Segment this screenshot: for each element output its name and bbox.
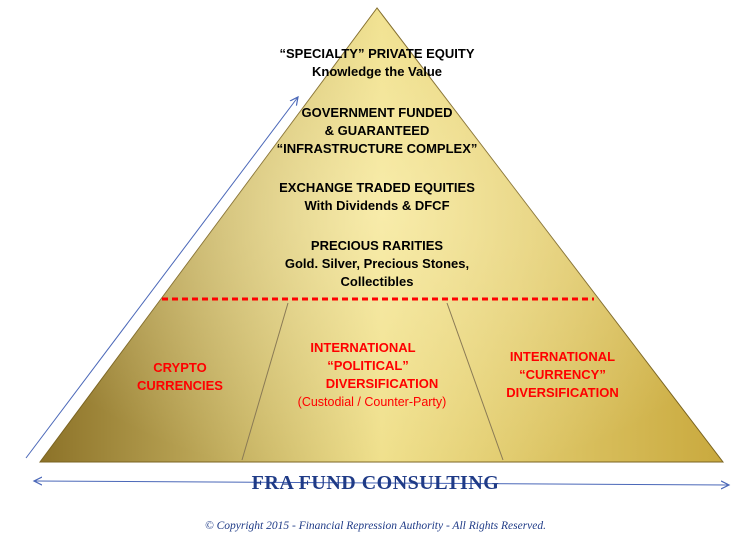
tier-government: GOVERNMENT FUNDED & GUARANTEED “INFRASTR… [227, 104, 527, 158]
tier-line: Knowledge the Value [311, 64, 443, 79]
base-line: DIVERSIFICATION [506, 385, 619, 400]
tier-specialty-pe: “SPECIALTY” PRIVATE EQUITY Knowledge the… [227, 45, 527, 81]
base-political: INTERNATIONAL “POLITICAL” DIVERSIFICATIO… [272, 339, 472, 411]
base-crypto: CRYPTO CURRENCIES [120, 359, 240, 395]
tier-line: “SPECIALTY” PRIVATE EQUITY [279, 46, 475, 61]
base-line: “CURRENCY” [519, 367, 606, 382]
width-arrow [34, 481, 729, 485]
base-line: “POLITICAL” [327, 358, 409, 373]
base-line: DIVERSIFICATION [325, 376, 439, 391]
tier-line: “INFRASTRUCTURE COMPLEX” [276, 141, 478, 156]
tier-line: With Dividends & DFCF [304, 198, 450, 213]
base-divider-left [241, 302, 289, 461]
footer-title: FRA FUND CONSULTING [251, 472, 500, 494]
tier-line: PRECIOUS RARITIES [310, 238, 444, 253]
base-note: (Custodial / Counter-Party) [297, 395, 447, 409]
tier-exchange: EXCHANGE TRADED EQUITIES With Dividends … [227, 179, 527, 215]
copyright-notice: © Copyright 2015 - Financial Repression … [204, 520, 547, 532]
base-line: CURRENCIES [137, 378, 223, 393]
base-line: INTERNATIONAL [509, 349, 616, 364]
base-line: INTERNATIONAL [310, 340, 416, 355]
tier-line: EXCHANGE TRADED EQUITIES [279, 180, 475, 195]
base-currency: INTERNATIONAL “CURRENCY” DIVERSIFICATION [485, 348, 640, 402]
tier-line: Gold. Silver, Precious Stones, [284, 256, 470, 271]
base-divider-right [446, 302, 504, 461]
pyramid-shine [40, 8, 723, 462]
base-line: CRYPTO [153, 360, 207, 375]
growth-arrow [25, 97, 298, 459]
tier-line: & GUARANTEED [324, 123, 430, 138]
tier-precious: PRECIOUS RARITIES Gold. Silver, Precious… [227, 237, 527, 291]
tier-line: Collectibles [340, 274, 414, 289]
tier-line: GOVERNMENT FUNDED [301, 105, 453, 120]
